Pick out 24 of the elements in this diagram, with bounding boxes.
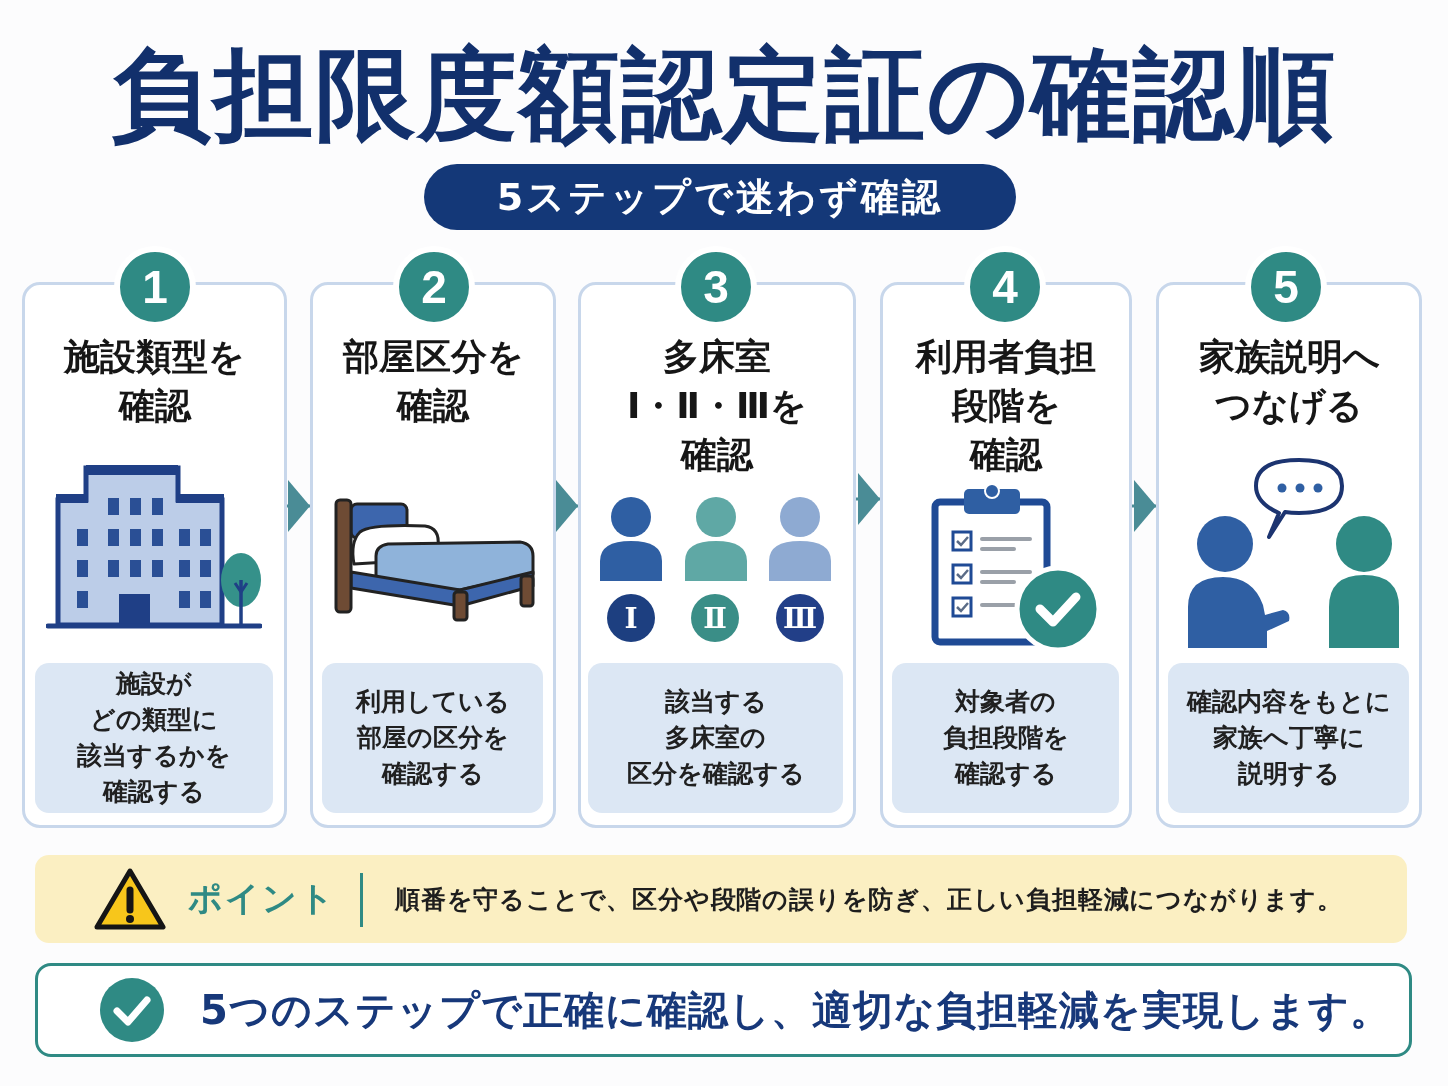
numeral-circle: Ⅲ (776, 594, 824, 642)
arrow (1132, 480, 1156, 532)
numeral-circle: Ⅰ (607, 594, 655, 642)
description-box: 利用している部屋の区分を確認する (322, 663, 543, 813)
title: 負担限度額認定証の確認順 (111, 36, 1337, 154)
step-heading: 施設類型を確認 (62, 335, 246, 428)
step-heading: 家族説明へつなげる (1197, 335, 1381, 428)
arrow (556, 480, 578, 532)
arrow (287, 480, 310, 532)
summary-text: 5つのステップで正確に確認し、適切な負担軽減を実現します。 (200, 985, 1391, 1035)
step-heading: 部屋区分を確認 (341, 335, 525, 428)
numeral-circle: Ⅱ (691, 594, 739, 642)
arrow (856, 473, 880, 525)
summary-box (35, 963, 1412, 1057)
description-box: 対象者の負担段階を確認する (892, 663, 1119, 813)
note-banner (35, 855, 1407, 943)
step-heading: 利用者負担段階を確認 (914, 335, 1097, 477)
description-box: 該当する多床室の区分を確認する (588, 663, 843, 813)
point-text: 順番を守ることで、区分や段階の誤りを防ぎ、正しい負担軽減につながります。 (395, 883, 1343, 916)
step-heading: 多床室Ⅰ・Ⅱ・Ⅲを確認 (625, 335, 809, 477)
subtitle-banner: 5ステップで迷わず確認 (424, 164, 1016, 230)
description-box: 確認内容をもとに家族へ丁寧に説明する (1168, 663, 1409, 813)
description-box: 施設がどの類型に該当するかを確認する (35, 663, 273, 813)
point-label: ポイント (188, 877, 336, 920)
